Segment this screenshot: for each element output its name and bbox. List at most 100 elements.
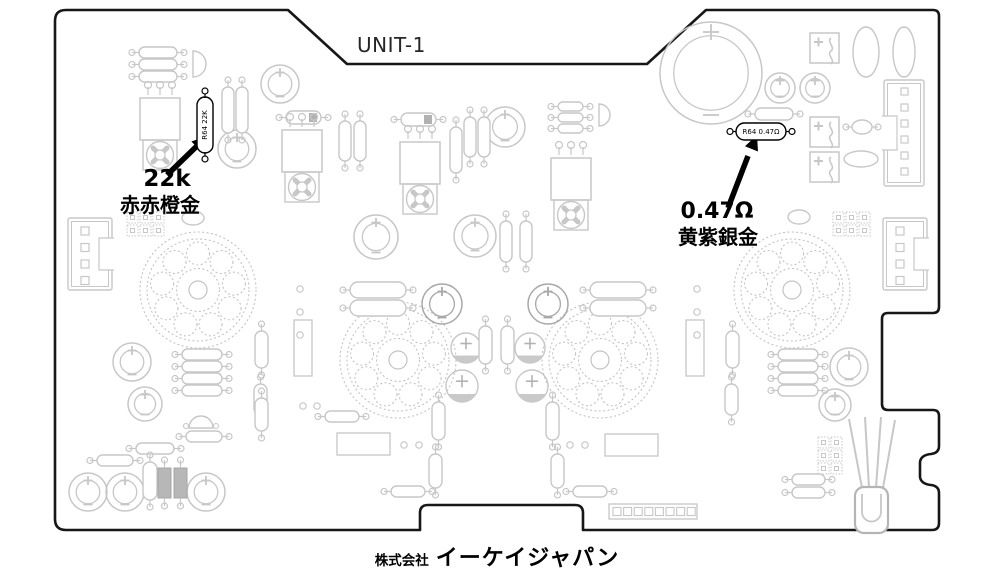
component-layer [67,21,929,535]
resistor-pin [726,127,734,136]
resistor-footprint [579,299,657,317]
callout-0.47ohm-color-bands: 黄紫銀金 [678,225,758,249]
resistor-footprint [562,485,618,498]
pad-grid-footprint [126,211,165,237]
capacitor-footprint [112,342,152,382]
company-prefix: 株式会社 [374,553,429,569]
resistor-footprint [380,485,436,498]
ellipse-footprint [181,210,205,226]
ellipse-footprint [842,119,882,135]
resistor-footprint [221,76,235,144]
transistor-d-footprint [182,415,220,430]
resistor-pin [788,127,796,136]
rect-footprint [293,319,313,377]
resistor-footprint [431,391,446,451]
resistor-r64-0.47ohm-label: R64 0.47Ω [743,128,781,136]
capacitor-footprint [515,369,549,403]
pad [400,441,408,449]
rotary-dial-footprint [733,231,851,349]
resistor-footprint [767,360,829,373]
resistor-footprint [339,281,417,299]
ellipse-footprint [892,26,916,78]
resistor-footprint [338,110,352,172]
transistor-d-footprint [192,50,207,78]
capacitor-footprint [260,64,300,104]
resistor-footprint [128,58,188,71]
rotary-dial-footprint [541,301,659,419]
transistor-footprint [139,80,181,171]
resistor-r64-22k-label: R64 22K [201,110,209,140]
resistor-footprint [171,384,233,397]
pad [296,285,304,293]
resistor-footprint [128,46,188,59]
capacitor-footprint [353,214,399,260]
resistor-pin [201,87,209,95]
capacitor-footprint [186,472,226,512]
resistor-pin [201,155,209,163]
resistor-footprint [314,410,370,423]
capacitor-footprint [764,72,796,104]
resistor-footprint [579,281,657,299]
resistor-footprint [545,391,560,451]
transistor-d-footprint [598,103,611,127]
capacitor-footprint [527,283,569,325]
resistor-footprint [171,348,233,361]
pad-grid-footprint [832,211,871,237]
callout-22k-value: 22k [143,166,191,192]
resistor-footprint [449,116,463,184]
resistor-footprint [235,76,249,144]
capacitor-footprint [453,214,497,258]
resistor-footprint [547,112,594,123]
rotary-dial-footprint [139,231,257,349]
company-logo: 株式会社 イーケイジャパン [375,540,620,572]
square-cap-footprint [809,151,840,184]
rect-footprint [685,319,705,377]
transistor-footprint [281,112,323,203]
callout-0.47ohm-value: 0.47Ω [680,199,754,224]
connector-4pin-footprint [67,217,114,291]
pad [581,441,589,449]
ellipse-footprint [843,150,879,168]
diode-footprint [275,110,332,125]
pad [296,308,304,316]
resistor-footprint [428,443,443,499]
resistor-footprint [125,442,185,455]
capacitor-footprint [127,386,163,422]
rect-footprint [604,433,659,457]
resistor-footprint [254,320,269,379]
resistor-footprint [477,106,491,168]
resistor-footprint [519,210,533,273]
led-footprint [848,416,896,535]
callout-0.47ohm: R64 0.47Ω [725,122,796,209]
transistor-footprint [399,124,441,215]
pad-grid-footprint [817,436,843,475]
resistor-footprint [781,486,836,499]
arrow-shaft [165,142,201,177]
board-outline [53,8,941,532]
pad [693,331,701,339]
capacitor-footprint [829,347,869,387]
header-8pin-footprint [608,503,698,520]
capacitor-footprint [68,472,108,512]
capacitor-footprint [818,388,852,422]
pad [299,402,307,410]
resistor-footprint [128,70,188,83]
connector-6pin-footprint [882,79,925,187]
film-cap-footprint [173,456,188,510]
resistor-footprint [547,123,594,134]
resistor-footprint [767,384,829,397]
diode-footprint [390,112,447,127]
resistor-footprint [478,315,493,375]
capacitor-footprint [105,472,145,512]
resistor-footprint [547,101,594,112]
capacitor-footprint [799,72,831,104]
transistor-footprint [550,140,592,231]
pad [693,308,701,316]
resistor-footprint [142,451,158,511]
pad [693,285,701,293]
pad [296,331,304,339]
unit-label: UNIT-1 [357,33,426,57]
resistor-footprint [254,387,269,442]
capacitor-footprint [514,332,546,364]
